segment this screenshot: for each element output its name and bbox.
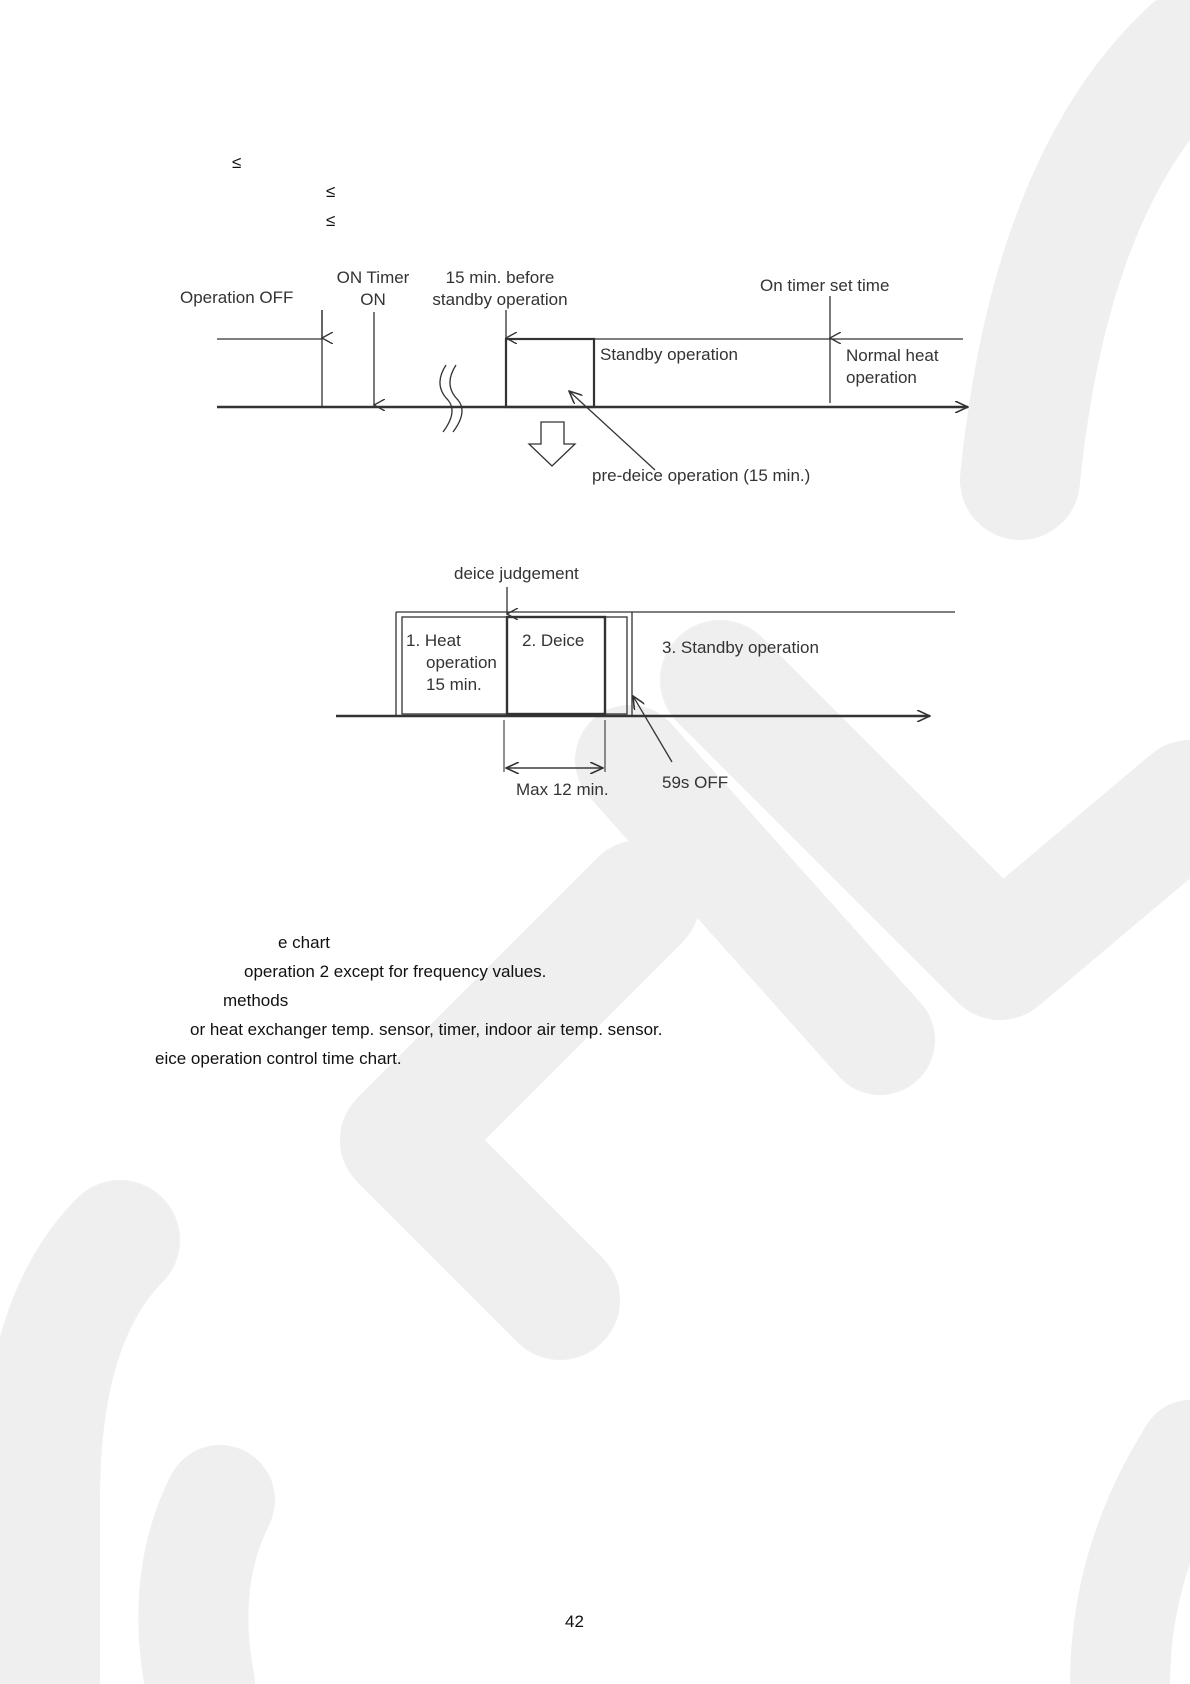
label-deice: 2. Deice: [522, 631, 584, 650]
label-standby-operation-3: 3. Standby operation: [662, 638, 819, 657]
le-symbol: ≤: [232, 153, 242, 172]
page-number: 42: [565, 1612, 584, 1631]
label-heat: 1. Heat: [406, 631, 461, 650]
label-heat-operation: operation: [426, 653, 497, 672]
body-line: e chart: [278, 933, 330, 952]
label-pre-deice-operation: pre-deice operation (15 min.): [592, 466, 810, 485]
label-on-timer: ON Timer: [337, 268, 410, 287]
label-max-12-min: Max 12 min.: [516, 780, 609, 799]
label-normal-heat-operation: operation: [846, 368, 917, 387]
body-line: operation 2 except for frequency values.: [244, 962, 547, 981]
body-line: eice operation control time chart.: [155, 1049, 402, 1068]
label-standby-operation-note: standby operation: [432, 290, 567, 309]
label-on-timer-on: ON: [360, 290, 386, 309]
body-line: methods: [223, 991, 289, 1010]
diagram-pre-deice: [217, 296, 968, 471]
label-operation-off: Operation OFF: [180, 288, 293, 307]
label-59s-off: 59s OFF: [662, 773, 728, 792]
label-15-min-before: 15 min. before: [446, 268, 555, 287]
label-normal-heat: Normal heat: [846, 346, 939, 365]
label-standby-operation: Standby operation: [600, 345, 738, 364]
label-deice-judgement: deice judgement: [454, 564, 579, 583]
le-symbol: ≤: [326, 182, 336, 201]
body-line: or heat exchanger temp. sensor, timer, i…: [190, 1020, 663, 1039]
diagram-deice: [336, 587, 955, 772]
le-symbol: ≤: [326, 211, 336, 230]
label-on-timer-set-time: On timer set time: [760, 276, 889, 295]
label-15-min: 15 min.: [426, 675, 482, 694]
